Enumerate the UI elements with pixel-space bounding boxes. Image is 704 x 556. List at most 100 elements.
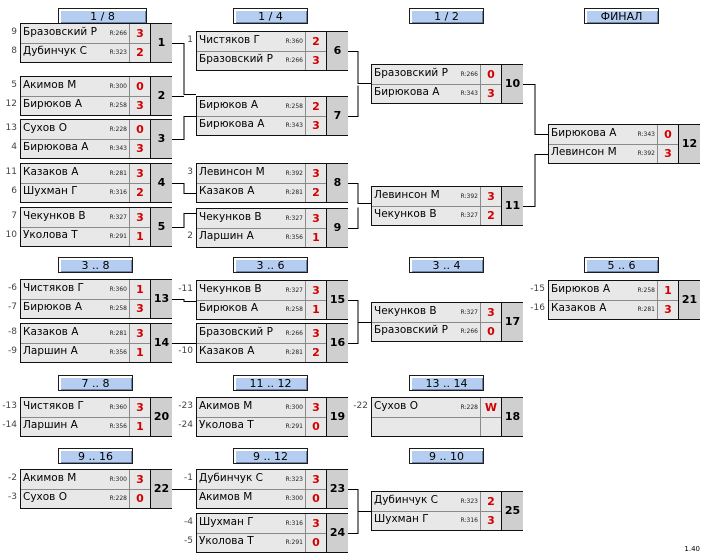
player-rating: R:291 [109, 233, 127, 240]
player-name: Дубинчук С [199, 472, 264, 484]
player-name: Бразовский Р [374, 67, 448, 79]
player-score: 1 [129, 343, 150, 362]
player-score: 3 [305, 281, 326, 301]
player-name: Бразовский Р [23, 26, 97, 38]
player-name: Уколова Т [199, 535, 254, 547]
player-name: Дубинчук С [23, 45, 88, 57]
seed-number: -2 [8, 473, 17, 483]
player-rating: R:392 [460, 193, 478, 200]
player-name: Бирюкова А [551, 127, 617, 139]
seed-number: -11 [178, 284, 193, 294]
player-row[interactable] [372, 417, 480, 436]
player-score: 0 [129, 120, 150, 140]
player-score: 2 [480, 206, 501, 225]
player-score: 3 [305, 514, 326, 534]
player-rating: R:343 [460, 90, 478, 97]
player-name: Казаков А [199, 185, 255, 197]
player-score: 2 [480, 492, 501, 512]
match-number: 1 [150, 24, 172, 62]
player-score: 0 [305, 489, 326, 508]
match-number: 17 [501, 303, 523, 341]
player-name: Сухов О [374, 400, 418, 412]
seed-number: 10 [5, 230, 17, 240]
player-rating: R:300 [109, 476, 127, 483]
player-name: Бирюков А [551, 283, 611, 295]
